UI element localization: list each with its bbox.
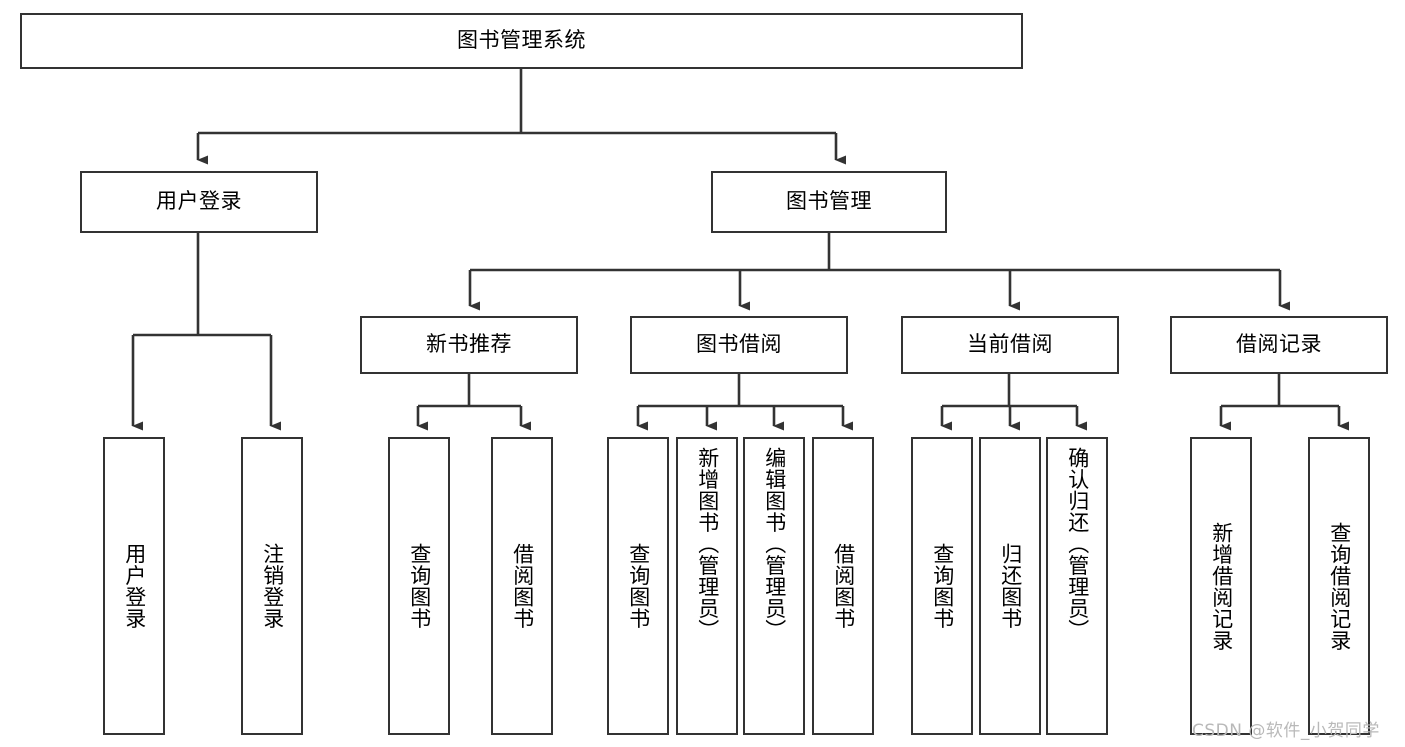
leaf-current-borrow-return-book[interactable]: 归还图书 — [979, 437, 1041, 735]
node-book-manage[interactable]: 图书管理 — [711, 171, 947, 233]
leaf-new-book-query-book[interactable]: 查询图书 — [388, 437, 450, 735]
leaf-label: 查询借阅记录 — [1327, 521, 1352, 651]
leaf-label: 注销登录 — [260, 543, 285, 629]
leaf-label: 编辑图书（管理员） — [762, 447, 787, 641]
leaf-book-borrow-borrow-book[interactable]: 借阅图书 — [812, 437, 874, 735]
leaf-book-borrow-query-book[interactable]: 查询图书 — [607, 437, 669, 735]
node-borrow-record-label: 借阅记录 — [1236, 332, 1322, 357]
leaf-user-login-login[interactable]: 用户登录 — [103, 437, 165, 735]
node-book-manage-label: 图书管理 — [786, 189, 872, 214]
node-current-borrow-label: 当前借阅 — [967, 332, 1053, 357]
leaf-label: 查询图书 — [407, 543, 432, 629]
node-book-borrow[interactable]: 图书借阅 — [630, 316, 848, 374]
node-root[interactable]: 图书管理系统 — [20, 13, 1023, 69]
leaf-book-borrow-edit-book[interactable]: 编辑图书（管理员） — [743, 437, 805, 735]
watermark: CSDN @软件_小贺同学 — [1192, 721, 1380, 741]
leaf-label: 归还图书 — [998, 543, 1023, 629]
leaf-label: 新增图书（管理员） — [695, 447, 720, 641]
leaf-book-borrow-add-book[interactable]: 新增图书（管理员） — [676, 437, 738, 735]
leaf-label: 确认归还（管理员） — [1065, 447, 1090, 641]
node-new-book-recommend-label: 新书推荐 — [426, 332, 512, 357]
leaf-label: 新增借阅记录 — [1209, 521, 1234, 651]
leaf-user-login-logout[interactable]: 注销登录 — [241, 437, 303, 735]
node-new-book-recommend[interactable]: 新书推荐 — [360, 316, 578, 374]
node-book-borrow-label: 图书借阅 — [696, 332, 782, 357]
node-user-login[interactable]: 用户登录 — [80, 171, 318, 233]
leaf-borrow-record-query-record[interactable]: 查询借阅记录 — [1308, 437, 1370, 735]
leaf-label: 查询图书 — [930, 543, 955, 629]
node-borrow-record[interactable]: 借阅记录 — [1170, 316, 1388, 374]
leaf-label: 用户登录 — [122, 543, 147, 629]
leaf-current-borrow-query-book[interactable]: 查询图书 — [911, 437, 973, 735]
leaf-new-book-borrow-book[interactable]: 借阅图书 — [491, 437, 553, 735]
leaf-label: 借阅图书 — [831, 543, 856, 629]
leaf-label: 借阅图书 — [510, 543, 535, 629]
leaf-current-borrow-confirm-return[interactable]: 确认归还（管理员） — [1046, 437, 1108, 735]
leaf-borrow-record-add-record[interactable]: 新增借阅记录 — [1190, 437, 1252, 735]
leaf-label: 查询图书 — [626, 543, 651, 629]
node-root-label: 图书管理系统 — [457, 28, 586, 53]
node-user-login-label: 用户登录 — [156, 189, 242, 214]
node-current-borrow[interactable]: 当前借阅 — [901, 316, 1119, 374]
